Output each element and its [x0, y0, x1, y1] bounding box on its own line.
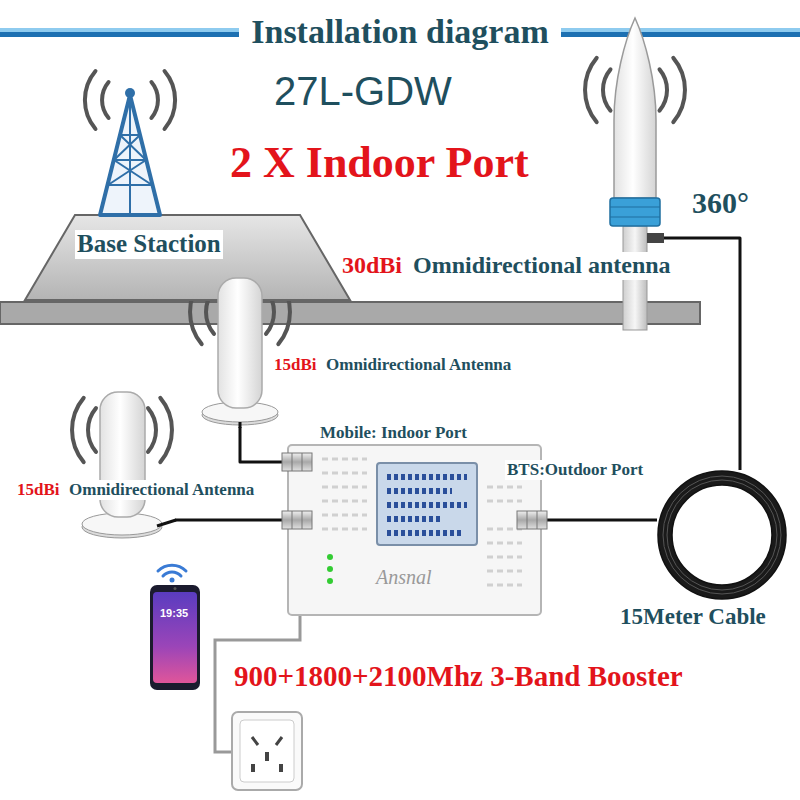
node-label: Omnidirectional Antenna	[324, 355, 513, 375]
coverage-angle: 360°	[690, 186, 751, 221]
title-rule	[561, 28, 800, 37]
port-label: BTS:Outdoor Port	[505, 460, 645, 480]
gain-label: 15dBi	[15, 480, 62, 500]
indoor-antenna: 15dBiOmnidirectional Antenna	[75, 385, 175, 545]
gain-label: 15dBi	[272, 355, 319, 375]
title-rule	[0, 28, 239, 37]
title-banner: Installation diagram	[0, 8, 800, 56]
node-label: Base Staction	[75, 230, 223, 259]
gain-label: 30dBi	[340, 252, 404, 280]
coax-cable	[664, 238, 740, 470]
outdoor-antenna: 30dBiOmnidirectional antenna	[606, 12, 664, 330]
indoor-antenna: 15dBiOmnidirectional Antenna	[200, 272, 280, 427]
cable-coil: 15Meter Cable	[657, 470, 787, 600]
coax-cable	[547, 519, 657, 522]
port-count: 2 X Indoor Port	[228, 138, 531, 189]
port-label: Mobile: Indoor Port	[318, 423, 469, 443]
ceiling-slab	[0, 302, 700, 324]
phone-clock: 19:35	[158, 607, 190, 620]
node-label: 900+1800+2100Mhz 3-Band Booster	[232, 660, 685, 693]
node-label: Omnidirectional Antenna	[67, 480, 256, 500]
indoor-antenna-outline	[75, 385, 175, 545]
node-label: Omnidirectional antenna	[411, 252, 673, 280]
indoor-antenna-outline	[200, 272, 280, 427]
model-number: 27L-GDW	[272, 68, 454, 114]
cable-coil-outline	[657, 470, 787, 600]
coax-cable	[240, 427, 282, 462]
mobile-phone	[150, 585, 200, 690]
watermark: Ansnal	[374, 566, 434, 589]
coax-cable	[175, 519, 282, 522]
outdoor-antenna-outline	[606, 12, 664, 330]
wall-socket	[232, 712, 302, 790]
title: Installation diagram	[251, 12, 549, 51]
wifi-icon	[158, 565, 186, 582]
node-label: 15Meter Cable	[618, 604, 768, 630]
